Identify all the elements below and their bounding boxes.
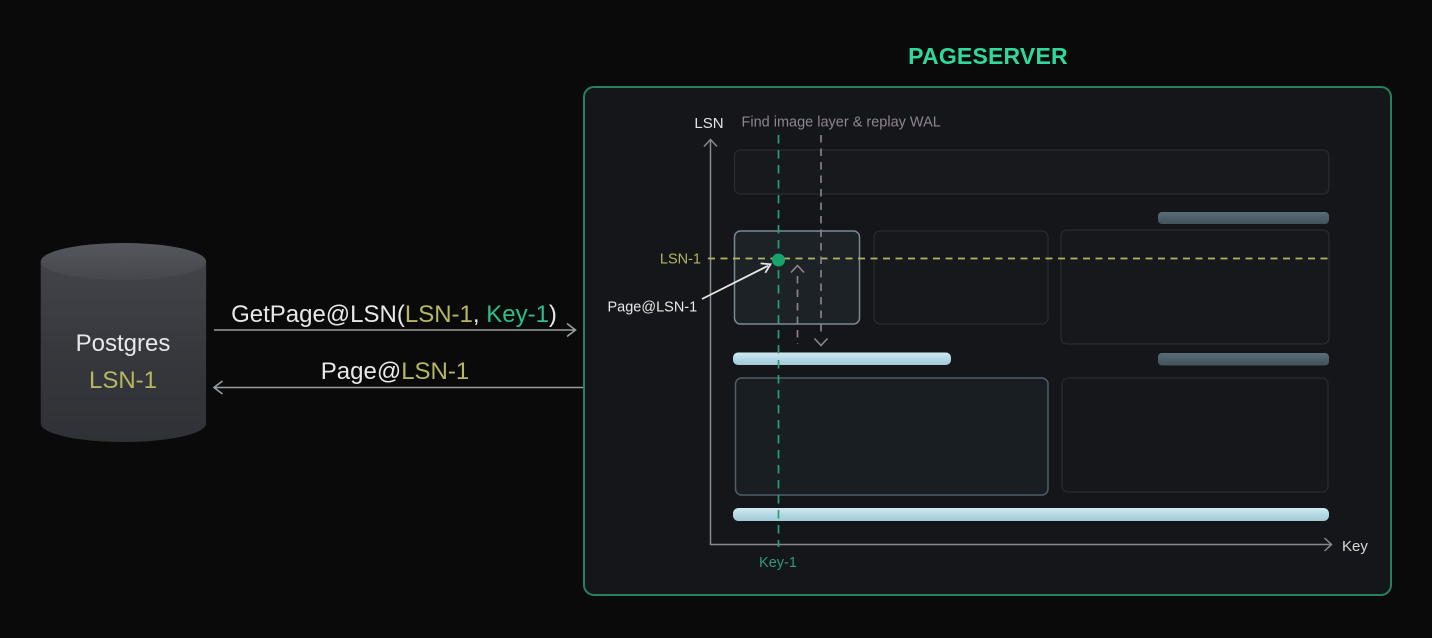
page-pointer-arrow [701, 262, 773, 300]
page-pointer-arrowhead-icon [760, 262, 773, 274]
request-lsn-arg: LSN-1 [405, 301, 473, 328]
delta-layer-top [734, 149, 1330, 195]
response-arrowhead-icon [212, 380, 223, 395]
page-pointer-label: Page@LSN-1 [608, 300, 698, 316]
delta-layer-bottom-right [1061, 377, 1329, 493]
postgres-cylinder-top [40, 243, 207, 280]
request-arrowhead-icon [566, 322, 577, 338]
delta-bar-upper [1158, 212, 1329, 224]
delta-layer-right [1060, 229, 1330, 345]
key-axis [710, 537, 1333, 552]
postgres-database: Postgres LSN-1 [40, 243, 207, 443]
page-dot [772, 253, 785, 267]
image-layer-full [733, 508, 1329, 521]
postgres-cylinder-body [40, 261, 207, 443]
replay-down-arrowhead-icon [813, 337, 829, 347]
page-response-arrow [212, 380, 583, 395]
image-layer-partial [733, 352, 951, 365]
y-axis-arrowhead-icon [703, 138, 718, 148]
lsn-axis [703, 138, 718, 545]
getpage-request-label: GetPage@LSN(LSN-1, Key-1) [231, 301, 557, 328]
request-separator: , [473, 301, 486, 328]
delta-layer-bottom-left [734, 377, 1049, 496]
postgres-lsn-label: LSN-1 [89, 367, 157, 394]
find-image-layer-annotation: Find image layer & replay WAL [742, 115, 941, 131]
delta-bar-lower [1158, 353, 1329, 366]
pageserver-title: PAGESERVER [908, 43, 1068, 69]
replay-up-arrowhead-icon [790, 264, 805, 274]
response-lsn-arg: LSN-1 [401, 358, 469, 385]
replay-wal-down-arrow [813, 135, 829, 347]
getpage-request-arrow [214, 322, 577, 338]
request-suffix: ) [549, 301, 557, 328]
y-axis-label: LSN [694, 115, 723, 132]
page-response-label: Page@LSN-1 [321, 358, 469, 385]
layer-rectangles-group [733, 149, 1330, 496]
x-axis-label: Key [1342, 538, 1368, 555]
replay-wal-up-arrow [790, 264, 805, 344]
request-prefix: GetPage@LSN( [231, 301, 405, 328]
delta-layer-mid [873, 230, 1049, 325]
page-pointer-line [701, 264, 769, 300]
lsn-marker-label: LSN-1 [660, 252, 701, 268]
response-prefix: Page@ [321, 358, 401, 385]
x-axis-arrowhead-icon [1323, 537, 1333, 552]
key-marker-label: Key-1 [759, 555, 797, 571]
request-key-arg: Key-1 [486, 301, 549, 328]
postgres-label: Postgres [76, 330, 171, 357]
